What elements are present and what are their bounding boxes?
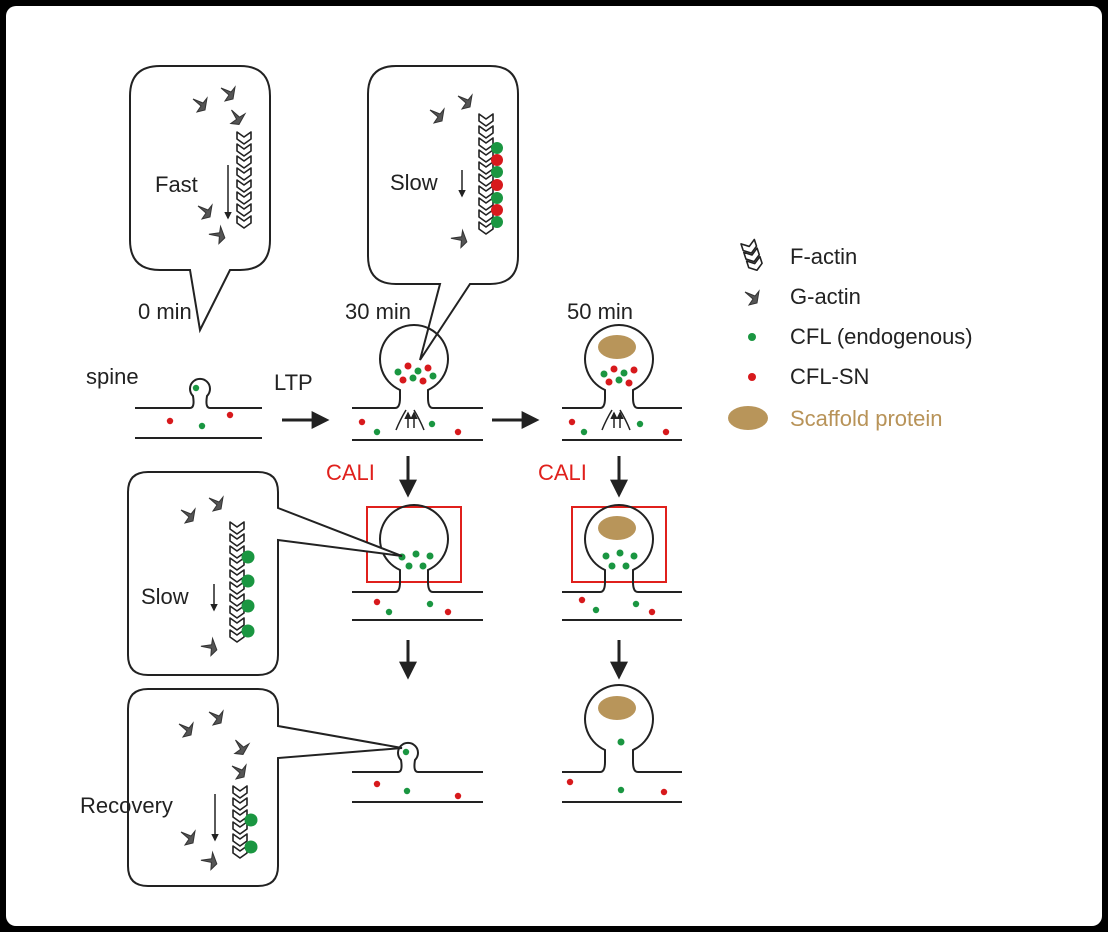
callout-bubble [127,471,403,676]
label-cali-50: CALI [538,460,587,485]
scaffold-icon [728,406,768,430]
legend-cfl-sn: CFL-SN [790,364,869,389]
label-spine: spine [86,364,139,389]
callout-bubble [129,65,271,334]
scaffold-protein [598,516,636,540]
cofilin-on-filament [244,813,258,854]
label-0-min: 0 min [138,299,192,324]
spine-30min [352,324,483,441]
label-ltp: LTP [274,370,313,395]
scaffold-protein [598,335,636,359]
f-actin-icon [740,238,765,274]
callout-bubble [127,688,403,887]
callout-slow-top: Slow [367,65,519,361]
spine-50min-maintained [562,684,682,803]
callout-slow-left: Slow [127,471,403,676]
spine-50min [562,324,682,441]
label-slow-left: Slow [141,584,189,609]
spine-30min-cali [352,504,483,621]
cfl-sn-icon [748,373,756,381]
cofilin-cluster [394,362,437,385]
label-recovery: Recovery [80,793,173,818]
label-50-min: 50 min [567,299,633,324]
cali-box [571,506,667,583]
spine-30min-recovered [352,741,483,803]
cofilin-cluster [600,365,638,387]
label-fast: Fast [155,172,198,197]
spine-0min [135,377,262,439]
label-30-min: 30 min [345,299,411,324]
legend-cfl-endogenous: CFL (endogenous) [790,324,973,349]
spine-50min-cali [562,504,682,621]
cofilin-on-filament [241,550,255,638]
cfl-endogenous-icon [748,333,756,341]
cofilin-on-filament [491,142,503,228]
legend-scaffold: Scaffold protein [790,406,942,431]
callout-fast: Fast [129,65,271,334]
legend: F-actin G-actin CFL (endogenous) CFL-SN … [728,238,973,431]
scaffold-protein [598,696,636,720]
legend-f-actin: F-actin [790,244,857,269]
g-actin-icon [744,290,760,306]
callout-recovery: Recovery [80,688,403,887]
label-slow-top: Slow [390,170,438,195]
label-cali-30: CALI [326,460,375,485]
legend-g-actin: G-actin [790,284,861,309]
